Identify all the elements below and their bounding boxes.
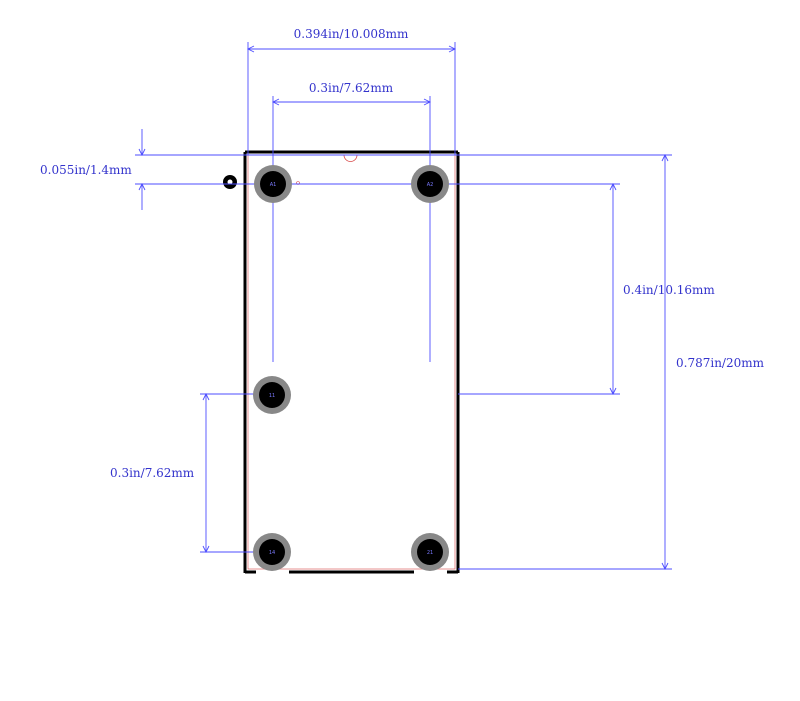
- extension-lines: [135, 42, 672, 570]
- dimension-label-pin-pitch-x: 0.3in/7.62mm: [309, 81, 394, 95]
- pad-label: 21: [427, 550, 433, 556]
- dimension-label-row-spacing: 0.4in/10.16mm: [623, 283, 715, 297]
- dimension-pin-pitch-y: [202, 392, 210, 554]
- pad-label: A1: [270, 182, 277, 188]
- dimension-label-overall-height: 0.787in/20mm: [676, 356, 765, 370]
- pad-top-right: A2: [411, 165, 449, 203]
- pin1-marker: [223, 175, 237, 189]
- pad-label: 14: [269, 550, 275, 556]
- silkscreen-outline: [247, 154, 456, 570]
- dimension-pin-pitch-x: [271, 98, 432, 106]
- pad-bottom-left: 14: [253, 533, 291, 571]
- dimension-label-edge-offset: 0.055in/1.4mm: [40, 163, 132, 177]
- dimension-label-overall-width: 0.394in/10.008mm: [294, 27, 409, 41]
- pad-top-left: A1: [254, 165, 292, 203]
- dimension-label-pin-pitch-y: 0.3in/7.62mm: [110, 466, 195, 480]
- dimension-overall-height: [661, 153, 669, 571]
- pad-label: A2: [427, 182, 434, 188]
- pad-bottom-right: 21: [411, 533, 449, 571]
- dimension-overall-width: [246, 45, 457, 53]
- pad-label: 11: [269, 393, 275, 399]
- dimension-row-spacing: [609, 182, 617, 396]
- dimension-edge-offset: [138, 129, 146, 210]
- component-outline: [243, 150, 460, 574]
- pad-mid-left: 11: [253, 376, 291, 414]
